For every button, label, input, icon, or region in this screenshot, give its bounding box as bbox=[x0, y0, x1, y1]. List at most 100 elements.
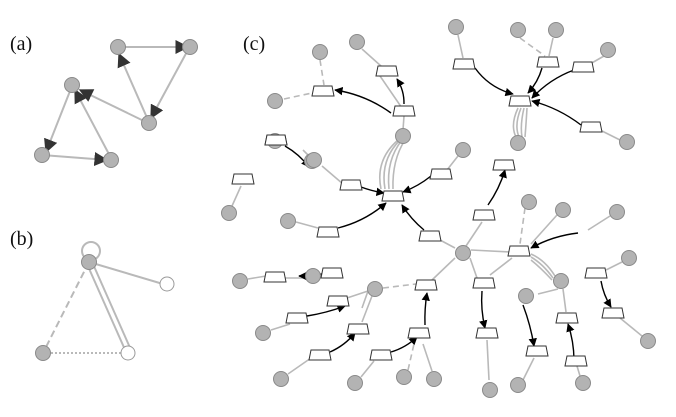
trapezoid-glyph bbox=[579, 121, 603, 133]
node bbox=[273, 371, 289, 387]
edge bbox=[321, 165, 344, 185]
node bbox=[267, 93, 283, 109]
edge bbox=[562, 288, 567, 313]
edge bbox=[587, 215, 611, 231]
edge bbox=[392, 139, 406, 190]
edge bbox=[402, 115, 405, 131]
dashed-edge bbox=[407, 343, 415, 371]
edge bbox=[446, 155, 459, 171]
panel-b-label: (b) bbox=[10, 228, 34, 250]
node bbox=[81, 254, 97, 270]
node bbox=[221, 205, 237, 221]
edge bbox=[422, 343, 433, 372]
edge bbox=[295, 221, 319, 229]
trapezoid-glyph bbox=[429, 168, 453, 180]
node bbox=[64, 77, 80, 93]
panel-b-graph bbox=[35, 241, 175, 361]
edge bbox=[379, 75, 405, 112]
directed-edge bbox=[329, 332, 356, 353]
trapezoid-glyph bbox=[472, 277, 496, 289]
edge bbox=[44, 85, 73, 154]
dashed-edge bbox=[319, 59, 325, 86]
directed-edge bbox=[401, 204, 425, 231]
edge bbox=[524, 107, 528, 138]
edge bbox=[41, 152, 109, 167]
edge bbox=[469, 257, 478, 279]
trapezoid-glyph bbox=[320, 267, 344, 279]
edge bbox=[439, 239, 456, 249]
node bbox=[640, 333, 656, 349]
node bbox=[110, 39, 126, 55]
panel-a-graph bbox=[34, 39, 198, 168]
edge bbox=[470, 249, 511, 253]
edge bbox=[576, 365, 581, 377]
edge bbox=[619, 317, 643, 337]
node bbox=[609, 204, 625, 220]
directed-edge bbox=[360, 186, 385, 196]
node bbox=[455, 142, 471, 158]
node bbox=[455, 245, 471, 261]
node bbox=[510, 135, 526, 151]
trapezoid-glyph bbox=[418, 230, 442, 242]
node bbox=[255, 325, 271, 341]
edge bbox=[530, 256, 554, 279]
node bbox=[280, 213, 296, 229]
edge bbox=[537, 288, 559, 295]
edge bbox=[287, 357, 312, 375]
node bbox=[347, 375, 363, 391]
edge bbox=[231, 185, 242, 207]
directed-edge bbox=[600, 280, 612, 308]
trapezoid-glyph bbox=[311, 85, 335, 97]
edge bbox=[599, 129, 621, 141]
node bbox=[510, 377, 526, 393]
directed-edge bbox=[479, 290, 488, 329]
node bbox=[367, 281, 383, 297]
directed-edge bbox=[337, 202, 387, 229]
edge bbox=[92, 263, 132, 351]
panel-c-graph bbox=[221, 19, 656, 398]
trapezoid-glyph bbox=[326, 295, 350, 307]
trapezoid-glyph bbox=[392, 105, 416, 117]
trapezoid-glyph bbox=[414, 279, 438, 291]
trapezoid-glyph bbox=[601, 307, 625, 319]
node bbox=[521, 194, 537, 210]
dashed-edge bbox=[519, 37, 546, 57]
node bbox=[232, 273, 248, 289]
edge bbox=[522, 357, 535, 381]
node bbox=[396, 369, 412, 385]
trapezoid-glyph bbox=[369, 349, 393, 361]
trapezoid-glyph bbox=[264, 134, 288, 146]
node bbox=[482, 382, 498, 398]
edge bbox=[150, 47, 190, 120]
trapezoid-glyph bbox=[508, 95, 532, 107]
trapezoid-glyph bbox=[571, 61, 595, 73]
directed-edge bbox=[522, 304, 537, 347]
edge bbox=[605, 261, 623, 271]
edge bbox=[530, 214, 558, 245]
trapezoid-glyph bbox=[308, 349, 332, 361]
directed-edge bbox=[396, 78, 405, 105]
trapezoid-glyph bbox=[584, 267, 608, 279]
node bbox=[600, 42, 616, 58]
edge bbox=[431, 257, 456, 281]
edge bbox=[86, 263, 127, 353]
edge bbox=[117, 52, 149, 121]
edge bbox=[78, 89, 149, 124]
trapezoid-glyph bbox=[285, 312, 309, 324]
node bbox=[103, 152, 119, 168]
node bbox=[312, 44, 328, 60]
directed-edge bbox=[390, 336, 418, 353]
trapezoid-glyph bbox=[507, 245, 531, 257]
panel-a-label: (a) bbox=[10, 33, 33, 55]
edge bbox=[379, 139, 399, 190]
node bbox=[555, 202, 571, 218]
trapezoid-glyph bbox=[475, 327, 499, 339]
edge bbox=[74, 88, 112, 159]
directed-edge bbox=[474, 67, 514, 97]
directed-edge bbox=[566, 323, 575, 361]
edge bbox=[361, 295, 373, 323]
dashed-edge bbox=[42, 261, 90, 354]
edge bbox=[387, 139, 403, 190]
